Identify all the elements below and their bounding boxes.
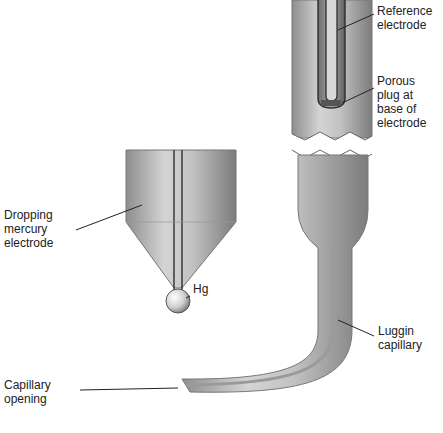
- element-label: Hg: [193, 282, 223, 296]
- porous-plug: [321, 100, 341, 106]
- part-label: Luggin capillary: [378, 324, 438, 352]
- break-mark: [288, 132, 376, 158]
- part-label: Capillary opening: [4, 378, 78, 406]
- leader-lines: [76, 14, 374, 390]
- mercury-drop: [166, 289, 190, 313]
- dropping-mercury-electrode: [126, 150, 236, 313]
- part-label: Dropping mercury electrode: [4, 208, 76, 250]
- part-label: Porous plug at base of electrode: [377, 74, 441, 130]
- part-label: Reference electrode: [377, 4, 441, 32]
